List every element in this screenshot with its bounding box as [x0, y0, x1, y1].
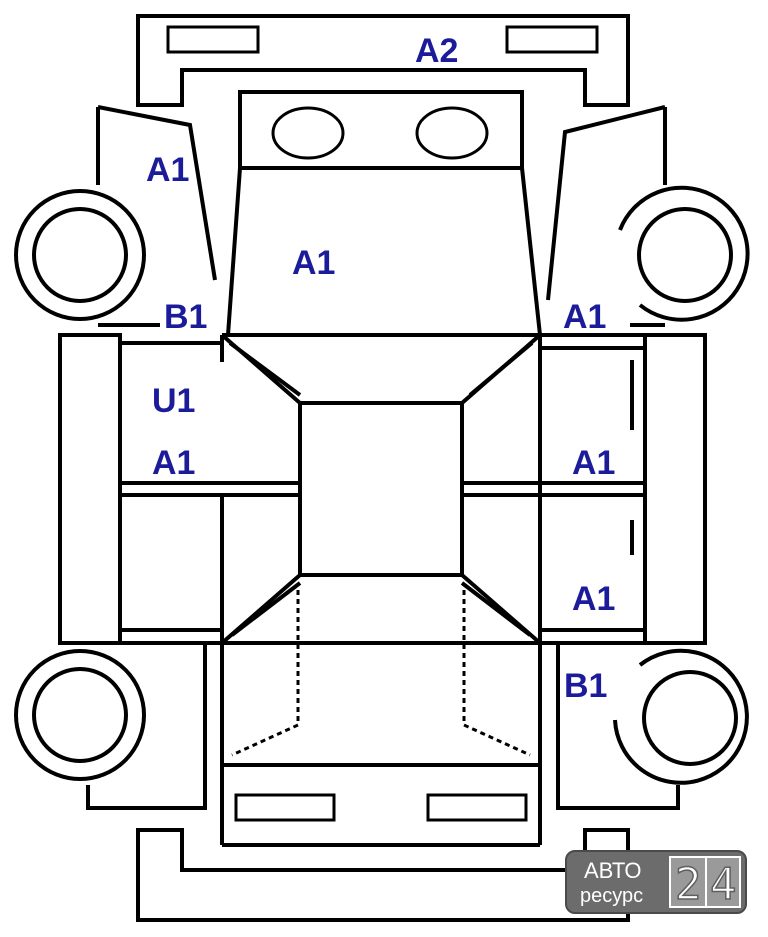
label-trunk-lid: A1 [292, 244, 335, 282]
label-rear-left-quarter: A1 [146, 151, 189, 189]
watermark-digit-2: 4 [710, 859, 737, 910]
rear-window [238, 90, 524, 170]
hood [220, 590, 542, 847]
label-right-rear-door: A1 [572, 444, 615, 482]
rear-right-quarter [546, 105, 667, 327]
label-right-front-door: A1 [572, 580, 615, 618]
front-left-fender [86, 643, 207, 810]
watermark-digit-1: 2 [675, 859, 702, 910]
zone-labels: A2 A1 A1 B1 A1 U1 A1 A1 A1 B1 [146, 32, 615, 705]
label-left-rear-door-top: U1 [152, 382, 195, 420]
wheel-front-left [14, 649, 146, 781]
label-rear-left-lower: B1 [164, 298, 207, 336]
watermark-line1: АВТО [584, 858, 641, 883]
rear-left-quarter [96, 105, 217, 327]
watermark-line2: ресурс [580, 885, 643, 907]
label-front-right-fender: B1 [564, 667, 607, 705]
wheel-front-right [613, 648, 749, 785]
front-right-fender [556, 643, 680, 810]
label-rear-bumper: A2 [415, 32, 458, 70]
wheel-rear-right [618, 185, 750, 322]
label-left-rear-door: A1 [152, 444, 195, 482]
left-side-body [58, 333, 300, 645]
watermark-logo: АВТО ресурс 2 4 [565, 850, 747, 914]
label-rear-right-quarter: A1 [563, 298, 606, 336]
wheel-rear-left [14, 189, 146, 321]
trunk-lid [226, 167, 542, 336]
roof [220, 333, 542, 645]
rear-bumper [136, 14, 630, 107]
